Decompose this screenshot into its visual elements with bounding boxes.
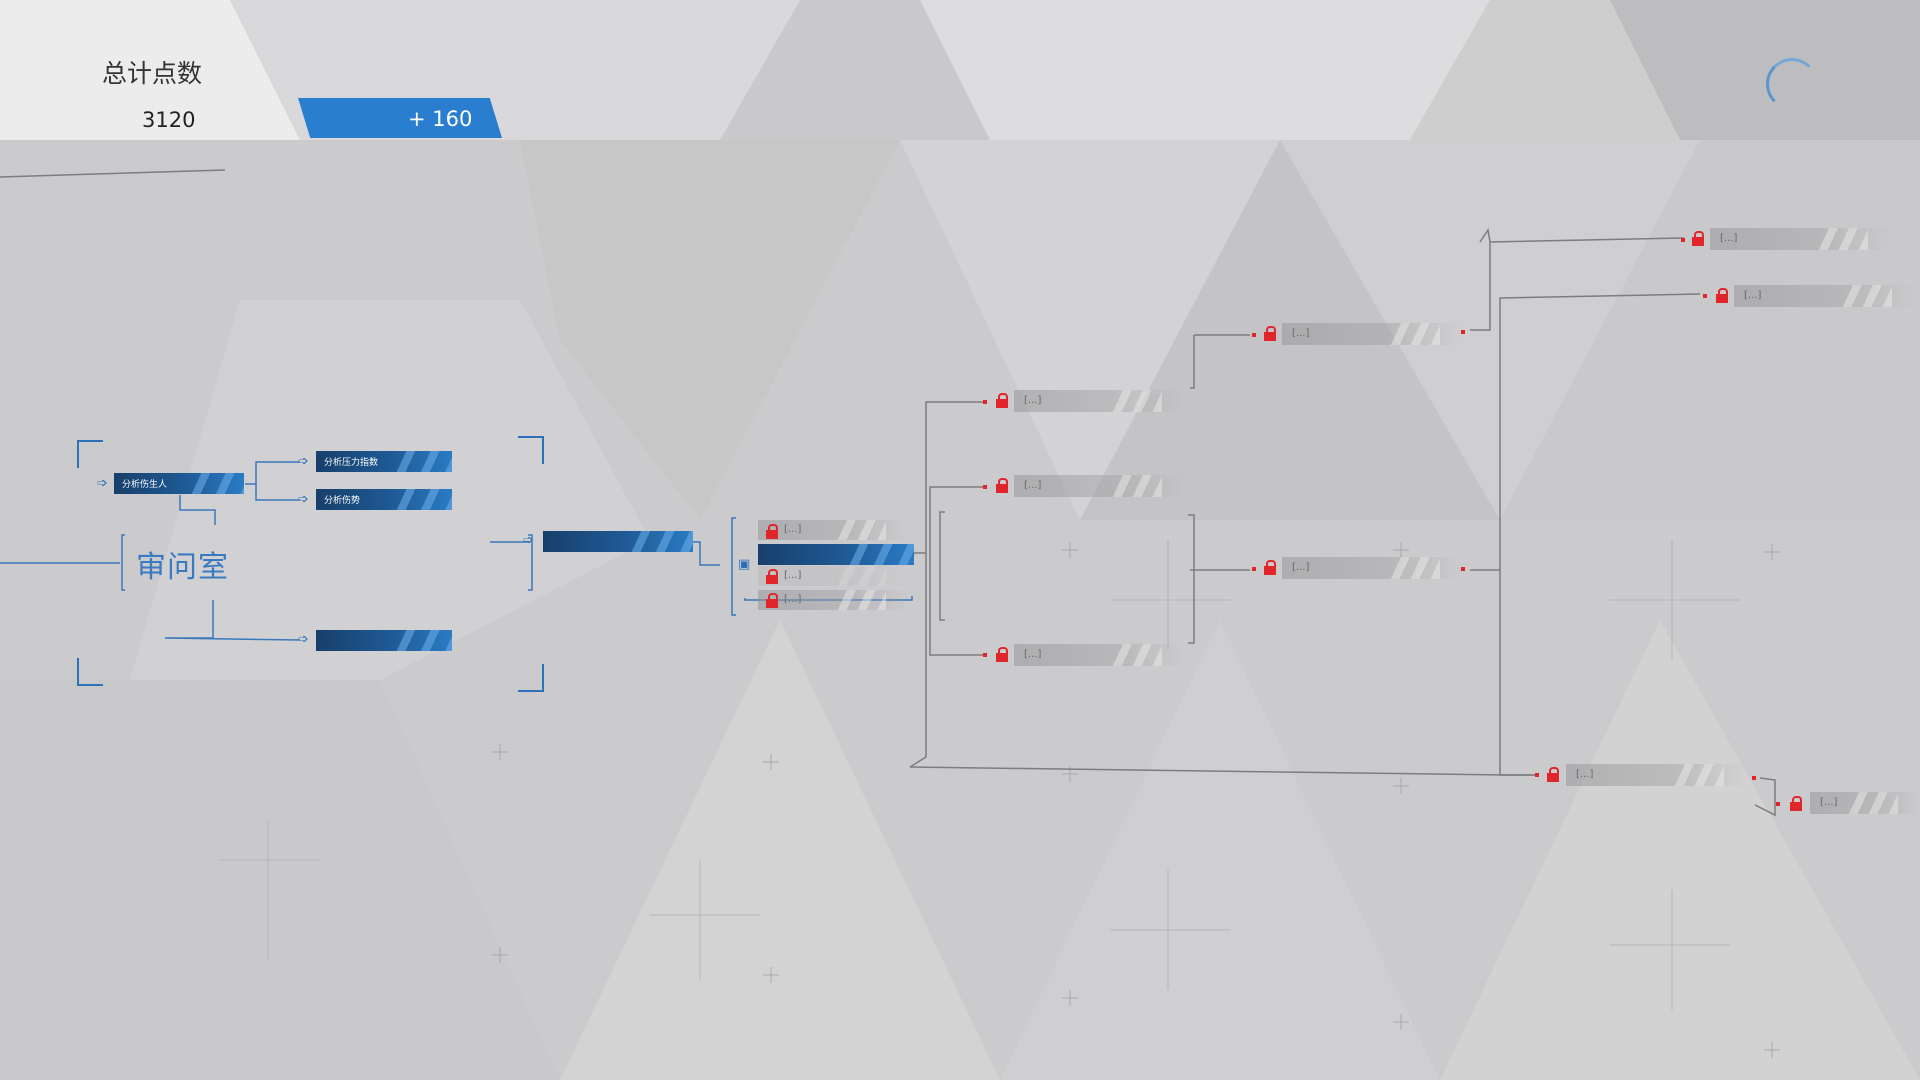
node-label: [...] bbox=[1576, 769, 1594, 780]
lock-icon bbox=[996, 647, 1008, 662]
arrow-right-icon: ➩ bbox=[298, 492, 309, 507]
lock-icon bbox=[766, 593, 778, 608]
loading-spinner-icon bbox=[1766, 58, 1818, 110]
points-gained-badge: + 160 bbox=[298, 98, 502, 138]
connector-dot bbox=[1461, 330, 1465, 334]
locked-node[interactable]: [...] bbox=[1014, 644, 1184, 666]
node-label: [...] bbox=[784, 594, 802, 605]
arrow-right-icon: ➩ bbox=[298, 632, 309, 647]
node-analyze-injuries[interactable]: 分析伤势 bbox=[316, 489, 452, 510]
connector-dot bbox=[1703, 294, 1707, 298]
locked-node-option-3[interactable]: [...] bbox=[758, 590, 908, 610]
connector-dot bbox=[983, 653, 987, 657]
connector-dot bbox=[1535, 773, 1539, 777]
total-points-label: 总计点数 bbox=[102, 59, 203, 88]
node-label: [...] bbox=[1024, 395, 1042, 406]
total-points-value: 3120 bbox=[142, 108, 196, 132]
node-analyze-survivor[interactable]: 分析伤生人 bbox=[114, 473, 244, 494]
node-label: [...] bbox=[784, 524, 802, 535]
locked-node[interactable]: [...] bbox=[1282, 323, 1462, 345]
locked-node-option-2[interactable]: [...] bbox=[758, 566, 908, 586]
node-label: [...] bbox=[1820, 797, 1838, 808]
interrogation-room-label: 审问室 bbox=[136, 550, 229, 585]
node-label: 分析伤生人 bbox=[122, 480, 168, 490]
node-label: [...] bbox=[1024, 480, 1042, 491]
arrow-right-icon: ➩ bbox=[97, 476, 108, 491]
connector-dot bbox=[1252, 333, 1256, 337]
locked-node[interactable]: [...] bbox=[1810, 792, 1920, 814]
lock-icon bbox=[996, 478, 1008, 493]
locked-node[interactable]: [...] bbox=[1282, 557, 1462, 579]
frame-corner-br bbox=[518, 664, 544, 692]
locked-node[interactable]: [...] bbox=[1734, 285, 1914, 307]
locked-node[interactable]: [...] bbox=[1566, 764, 1746, 786]
arrow-right-icon: ➩ bbox=[298, 454, 309, 469]
connector-dot bbox=[1461, 567, 1465, 571]
node-unlocked-current[interactable] bbox=[758, 544, 914, 565]
node-label: 分析伤势 bbox=[324, 496, 361, 506]
locked-node[interactable]: [...] bbox=[1710, 228, 1890, 250]
frame-corner-bl bbox=[77, 658, 103, 686]
arrow-right-icon: ➩ bbox=[523, 533, 534, 548]
lock-icon bbox=[1692, 231, 1704, 246]
lock-icon bbox=[1547, 767, 1559, 782]
lock-icon bbox=[1790, 796, 1802, 811]
connector-dot bbox=[1752, 776, 1756, 780]
node-label: [...] bbox=[784, 570, 802, 581]
node-label: [...] bbox=[1292, 562, 1310, 573]
connector-dot bbox=[1252, 567, 1256, 571]
connector-dot bbox=[1681, 238, 1685, 242]
locked-node[interactable]: [...] bbox=[1014, 390, 1184, 412]
locked-node[interactable]: [...] bbox=[1014, 475, 1184, 497]
node-label: [...] bbox=[1744, 290, 1762, 301]
locked-node-option-1[interactable]: [...] bbox=[758, 520, 908, 540]
node-analyze-stress[interactable]: 分析压力指数 bbox=[316, 451, 452, 472]
connector-dot bbox=[1776, 802, 1780, 806]
node-label: 分析压力指数 bbox=[324, 458, 379, 468]
connector-dot bbox=[983, 485, 987, 489]
node-label: [...] bbox=[1292, 328, 1310, 339]
connector-dot bbox=[983, 400, 987, 404]
node-unlocked-middle[interactable] bbox=[543, 531, 693, 552]
lock-icon bbox=[766, 569, 778, 584]
lock-icon bbox=[766, 524, 778, 539]
merge-icon: ▣ bbox=[738, 557, 751, 572]
lock-icon bbox=[996, 393, 1008, 408]
lock-icon bbox=[1264, 326, 1276, 341]
points-gained-value: + 160 bbox=[408, 107, 473, 131]
node-label: [...] bbox=[1024, 649, 1042, 660]
node-unlabeled-branch[interactable] bbox=[316, 630, 452, 651]
lock-icon bbox=[1716, 288, 1728, 303]
frame-corner-tr bbox=[518, 436, 544, 464]
lock-icon bbox=[1264, 560, 1276, 575]
node-label: [...] bbox=[1720, 233, 1738, 244]
frame-corner-tl bbox=[77, 440, 103, 468]
